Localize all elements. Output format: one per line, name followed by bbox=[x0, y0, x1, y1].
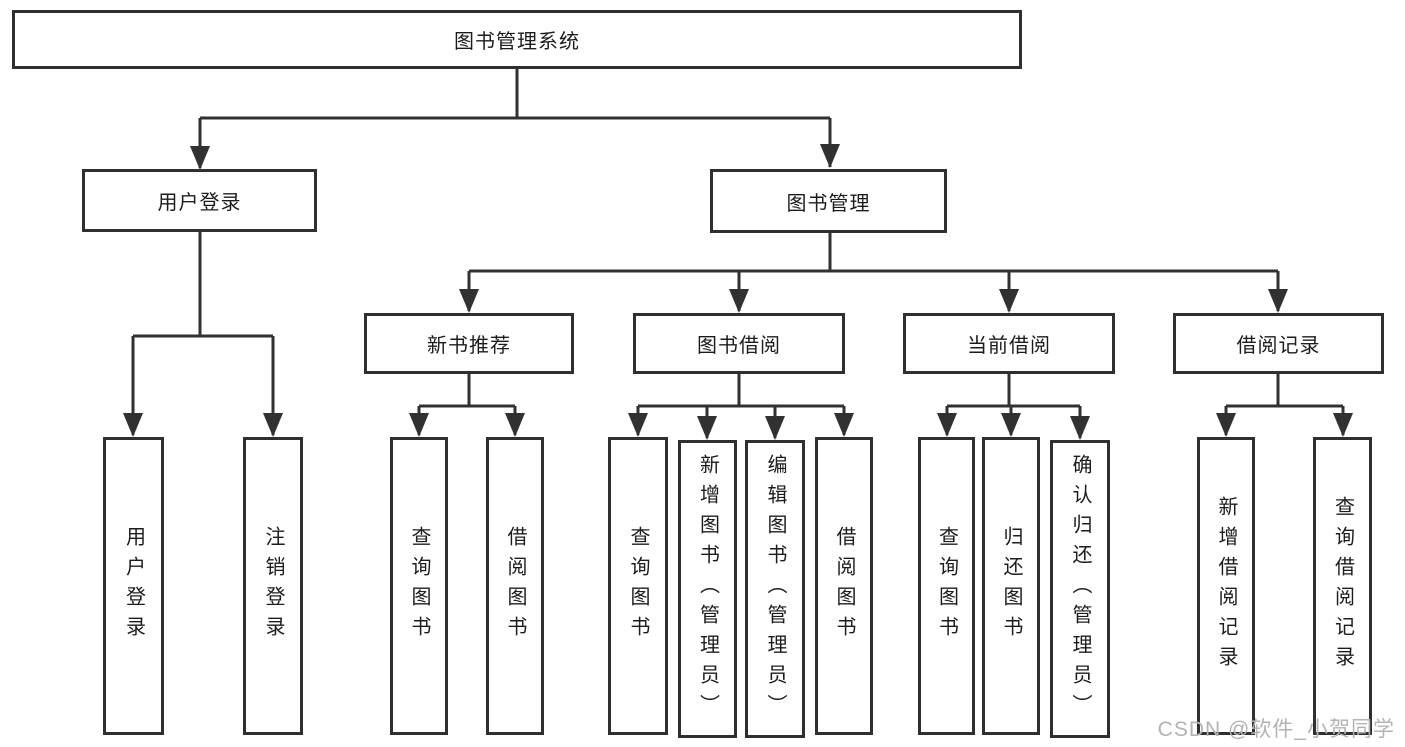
leaf-borrow-books-recommend: 借阅图书 bbox=[486, 437, 544, 735]
node-label: 查询借阅记录 bbox=[1331, 496, 1354, 676]
leaf-query-books-recommend: 查询图书 bbox=[390, 437, 448, 735]
leaf-add-book-admin: 新增图书（管理员） bbox=[678, 440, 737, 738]
node-label: 图书借阅 bbox=[697, 335, 781, 357]
node-label: 借阅图书 bbox=[833, 526, 855, 646]
node-label: 借阅图书 bbox=[504, 526, 526, 646]
node-label: 当前借阅 bbox=[967, 335, 1051, 357]
leaf-return-book: 归还图书 bbox=[982, 437, 1040, 735]
leaf-logout: 注销登录 bbox=[243, 437, 303, 735]
node-book-management: 图书管理 bbox=[710, 169, 947, 233]
leaf-query-borrow-record: 查询借阅记录 bbox=[1313, 437, 1372, 735]
node-label: 编辑图书（管理员） bbox=[764, 454, 786, 724]
node-label: 注销登录 bbox=[262, 526, 284, 646]
leaf-borrow-books-borrowing: 借阅图书 bbox=[815, 437, 873, 735]
node-current-borrowing: 当前借阅 bbox=[903, 313, 1115, 374]
node-label: 查询图书 bbox=[627, 526, 649, 646]
leaf-query-books-borrowing: 查询图书 bbox=[608, 437, 668, 735]
node-label: 用户登录 bbox=[122, 526, 145, 646]
watermark: CSDN @软件_小贺同学 bbox=[1157, 718, 1395, 741]
leaf-confirm-return-admin: 确认归还（管理员） bbox=[1050, 440, 1110, 738]
node-label: 新书推荐 bbox=[427, 335, 511, 357]
node-borrowing-records: 借阅记录 bbox=[1173, 313, 1384, 374]
leaf-query-books-current: 查询图书 bbox=[918, 437, 975, 735]
node-new-book-recommendation: 新书推荐 bbox=[364, 313, 574, 374]
leaf-add-borrow-record: 新增借阅记录 bbox=[1197, 437, 1255, 735]
node-label: 新增借阅记录 bbox=[1215, 496, 1237, 676]
node-label: 新增图书（管理员） bbox=[696, 454, 719, 724]
node-label: 借阅记录 bbox=[1236, 335, 1321, 357]
node-label: 归还图书 bbox=[1000, 526, 1022, 646]
leaf-user-login: 用户登录 bbox=[103, 437, 164, 735]
node-label: 用户登录 bbox=[157, 192, 242, 214]
node-label: 查询图书 bbox=[408, 526, 430, 646]
node-label: 查询图书 bbox=[935, 526, 958, 646]
node-label: 图书管理 bbox=[786, 192, 871, 215]
node-user-login: 用户登录 bbox=[82, 169, 317, 232]
node-library-management-system: 图书管理系统 bbox=[12, 10, 1022, 69]
node-label: 确认归还（管理员） bbox=[1069, 454, 1091, 724]
node-book-borrowing: 图书借阅 bbox=[633, 313, 845, 374]
leaf-edit-book-admin: 编辑图书（管理员） bbox=[745, 440, 805, 738]
node-label: 图书管理系统 bbox=[454, 31, 580, 53]
